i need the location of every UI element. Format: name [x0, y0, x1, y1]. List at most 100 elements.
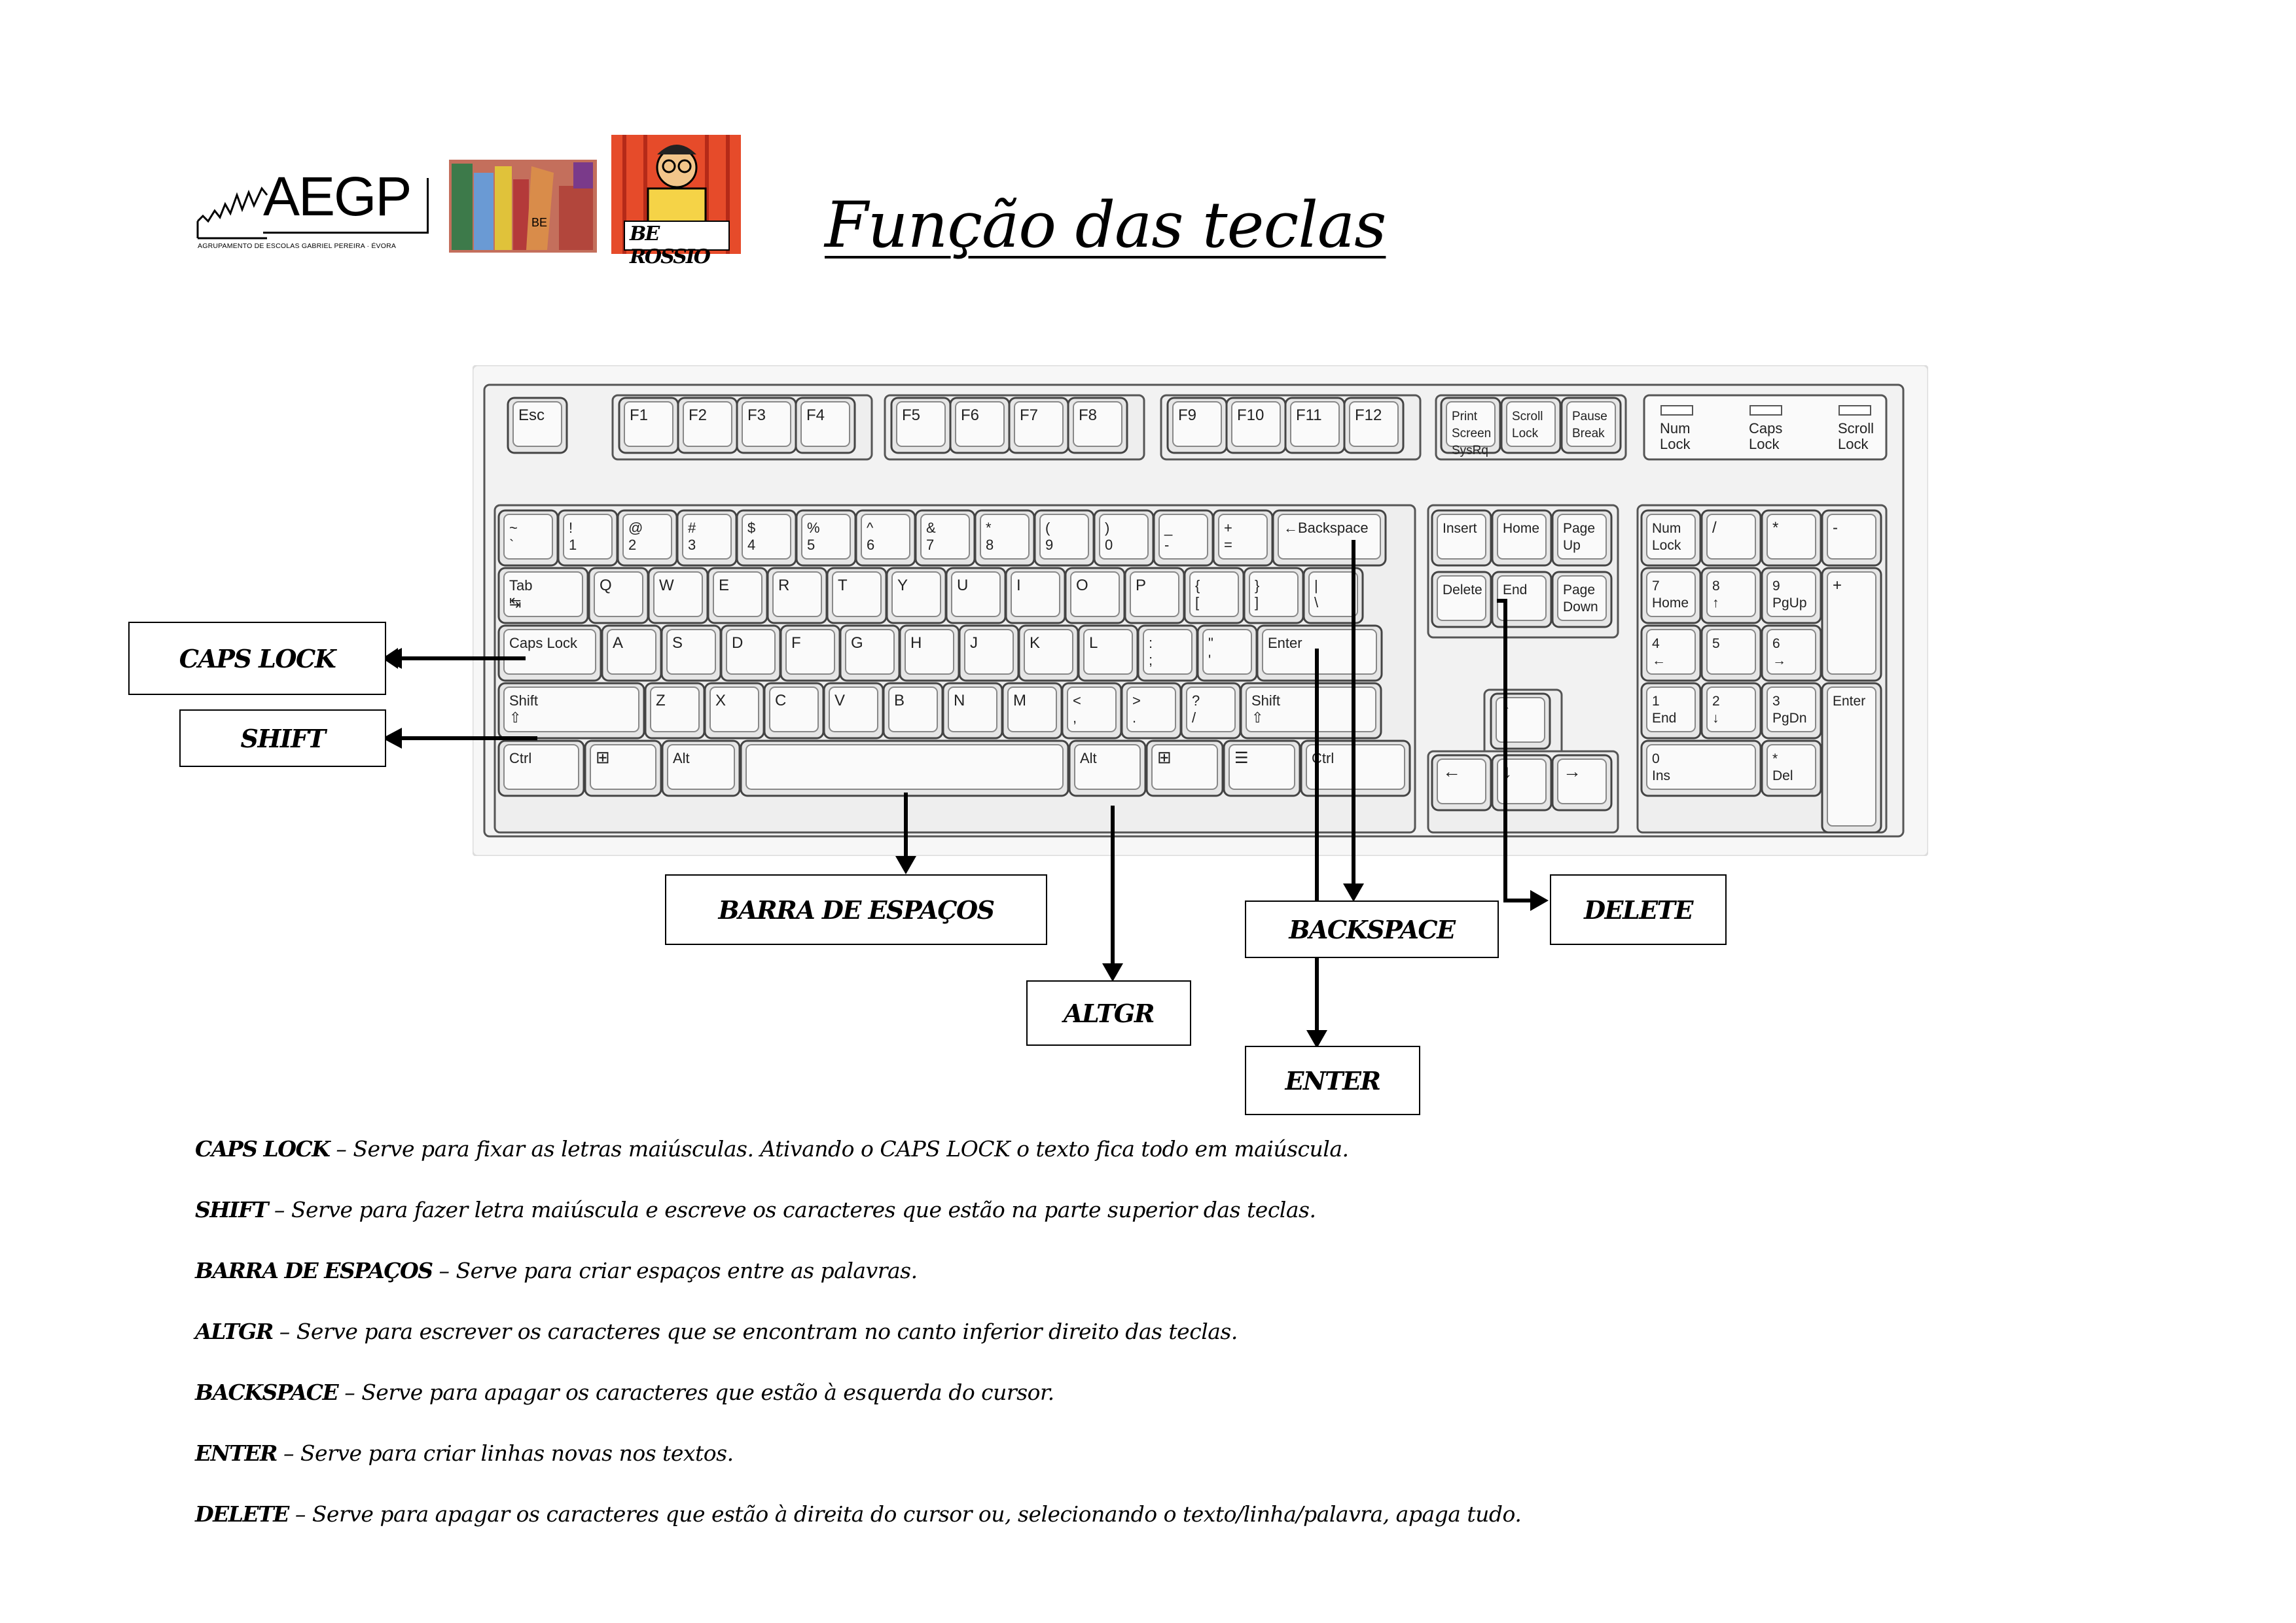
numpad-del: *Del — [1761, 740, 1822, 797]
svg-text:/: / — [1192, 709, 1196, 726]
svg-text:☰: ☰ — [1234, 749, 1249, 767]
key-backspace: ←Backspace — [1272, 509, 1387, 567]
svg-text:7: 7 — [926, 537, 934, 553]
space-bar-description: BARRA DE ESPAÇOS – Serve para criar espa… — [195, 1258, 918, 1283]
key-sym-bottom-0: <, — [1061, 682, 1122, 740]
key-z: Z — [644, 682, 706, 740]
key-enter: Enter — [1256, 624, 1383, 682]
key-num-1: !1 — [557, 509, 619, 567]
svg-text:9: 9 — [1045, 537, 1053, 553]
svg-text:": " — [1208, 635, 1213, 651]
key-c: C — [763, 682, 825, 740]
svg-text:6: 6 — [867, 537, 874, 553]
key-alt-left: Alt — [661, 740, 741, 797]
key-d: D — [720, 624, 781, 682]
delete-description: DELETE – Serve para apagar os caracteres… — [195, 1501, 1522, 1527]
svg-text:F: F — [791, 634, 801, 652]
be-rossio-logo-text: BE ROSSIO — [630, 223, 711, 268]
svg-text:*: * — [986, 520, 992, 536]
svg-text:&: & — [926, 520, 936, 536]
key-w: W — [647, 567, 709, 624]
indicator-label-1-b: Lock — [1749, 436, 1780, 452]
svg-text:L: L — [1089, 634, 1098, 652]
svg-text:U: U — [957, 577, 968, 594]
windows-key-right: ⊞ — [1145, 740, 1224, 797]
key-f7: F7 — [1008, 397, 1069, 454]
svg-text:#: # — [688, 520, 696, 536]
svg-text:Z: Z — [656, 692, 666, 709]
svg-text:Y: Y — [897, 577, 908, 594]
svg-text:F11: F11 — [1296, 406, 1322, 424]
svg-text:Screen: Screen — [1452, 427, 1491, 440]
svg-text:P: P — [1136, 577, 1146, 594]
svg-text:J: J — [970, 634, 978, 652]
key-q: Q — [588, 567, 649, 624]
svg-text:T: T — [838, 577, 848, 594]
page-title: Função das teclas — [825, 188, 1386, 262]
svg-text:←: ← — [1443, 761, 1461, 781]
key-altgr: Alt — [1068, 740, 1147, 797]
svg-text:~: ~ — [509, 520, 518, 536]
svg-text:+: + — [1224, 520, 1232, 536]
svg-text:PgUp: PgUp — [1772, 596, 1807, 611]
key-p: P — [1124, 567, 1185, 624]
key-f12: F12 — [1343, 397, 1405, 454]
svg-text:Lock: Lock — [1652, 538, 1681, 553]
svg-text:6: 6 — [1772, 636, 1780, 651]
svg-text:Up: Up — [1563, 538, 1581, 553]
svg-text:⇧: ⇧ — [1251, 709, 1263, 726]
numpad-plus: + — [1821, 567, 1882, 682]
key-g: G — [839, 624, 901, 682]
arrow-left-key: ← — [1431, 754, 1492, 812]
key-f4: F4 — [795, 397, 856, 454]
svg-text:Shift: Shift — [509, 692, 538, 709]
svg-text:5: 5 — [1712, 636, 1720, 651]
key-num-11: _- — [1153, 509, 1214, 567]
svg-text:^: ^ — [867, 520, 874, 536]
svg-text:→: → — [1772, 653, 1786, 668]
numpad-key-2: 2↓ — [1700, 682, 1762, 740]
svg-text:N: N — [954, 692, 965, 709]
svg-text:Ctrl: Ctrl — [509, 750, 531, 766]
key-nav-0: Insert — [1431, 509, 1492, 567]
svg-text:_: _ — [1164, 520, 1173, 536]
svg-text:F12: F12 — [1355, 406, 1382, 424]
shift-description: SHIFT – Serve para fazer letra maiúscula… — [195, 1197, 1316, 1222]
svg-text:F6: F6 — [961, 406, 979, 424]
svg-text:V: V — [834, 692, 845, 709]
svg-text:Down: Down — [1563, 599, 1598, 615]
numpad-enter: Enter — [1821, 682, 1882, 834]
svg-text:→: → — [1563, 761, 1581, 781]
svg-text:8: 8 — [986, 537, 994, 553]
svg-text:PgDn: PgDn — [1772, 711, 1807, 726]
windows-key-left: ⊞ — [584, 740, 662, 797]
svg-text:2: 2 — [1712, 694, 1720, 709]
svg-text:↑: ↑ — [1712, 596, 1719, 611]
svg-text:A: A — [613, 634, 623, 652]
svg-text:3: 3 — [1772, 694, 1780, 709]
key-m: M — [1001, 682, 1063, 740]
shift-callout: SHIFT — [179, 709, 386, 767]
svg-text:?: ? — [1192, 692, 1200, 709]
svg-text:S: S — [672, 634, 683, 652]
key-n: N — [942, 682, 1003, 740]
svg-text:M: M — [1013, 692, 1026, 709]
aegp-logo-subtitle: AGRUPAMENTO DE ESCOLAS GABRIEL PEREIRA ·… — [198, 242, 397, 250]
key-sym-home-1: "' — [1196, 624, 1258, 682]
key-b: B — [882, 682, 944, 740]
enter-callout: ENTER — [1245, 1046, 1420, 1115]
enter-description: ENTER – Serve para criar linhas novas no… — [195, 1440, 734, 1466]
svg-text:[: [ — [1195, 594, 1199, 611]
svg-text:.: . — [1132, 709, 1136, 726]
svg-text:}: } — [1255, 577, 1259, 594]
svg-text:F9: F9 — [1178, 406, 1196, 424]
svg-text:3: 3 — [688, 537, 696, 553]
svg-text:⇧: ⇧ — [509, 709, 521, 726]
